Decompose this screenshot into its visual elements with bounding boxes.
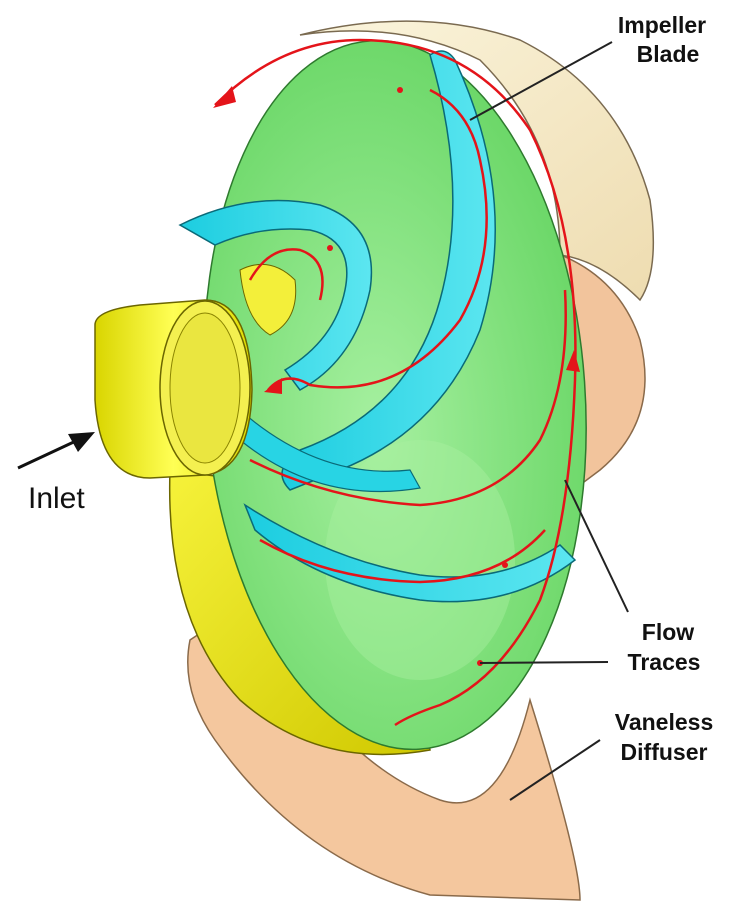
- vaneless-diffuser-label-2: Diffuser: [621, 739, 708, 765]
- impeller-blade-label-1: Impeller: [618, 12, 706, 38]
- inlet-arrow: [18, 432, 95, 468]
- impeller-blade-label-2: Blade: [637, 41, 700, 67]
- vaneless-diffuser-label-1: Vaneless: [615, 709, 713, 735]
- inlet-pipe: [95, 300, 252, 478]
- flow-traces-label-2: Traces: [628, 649, 701, 675]
- inlet-label: Inlet: [28, 482, 85, 515]
- flow-traces-label-1: Flow: [642, 619, 694, 645]
- flow-leader-2: [480, 662, 608, 663]
